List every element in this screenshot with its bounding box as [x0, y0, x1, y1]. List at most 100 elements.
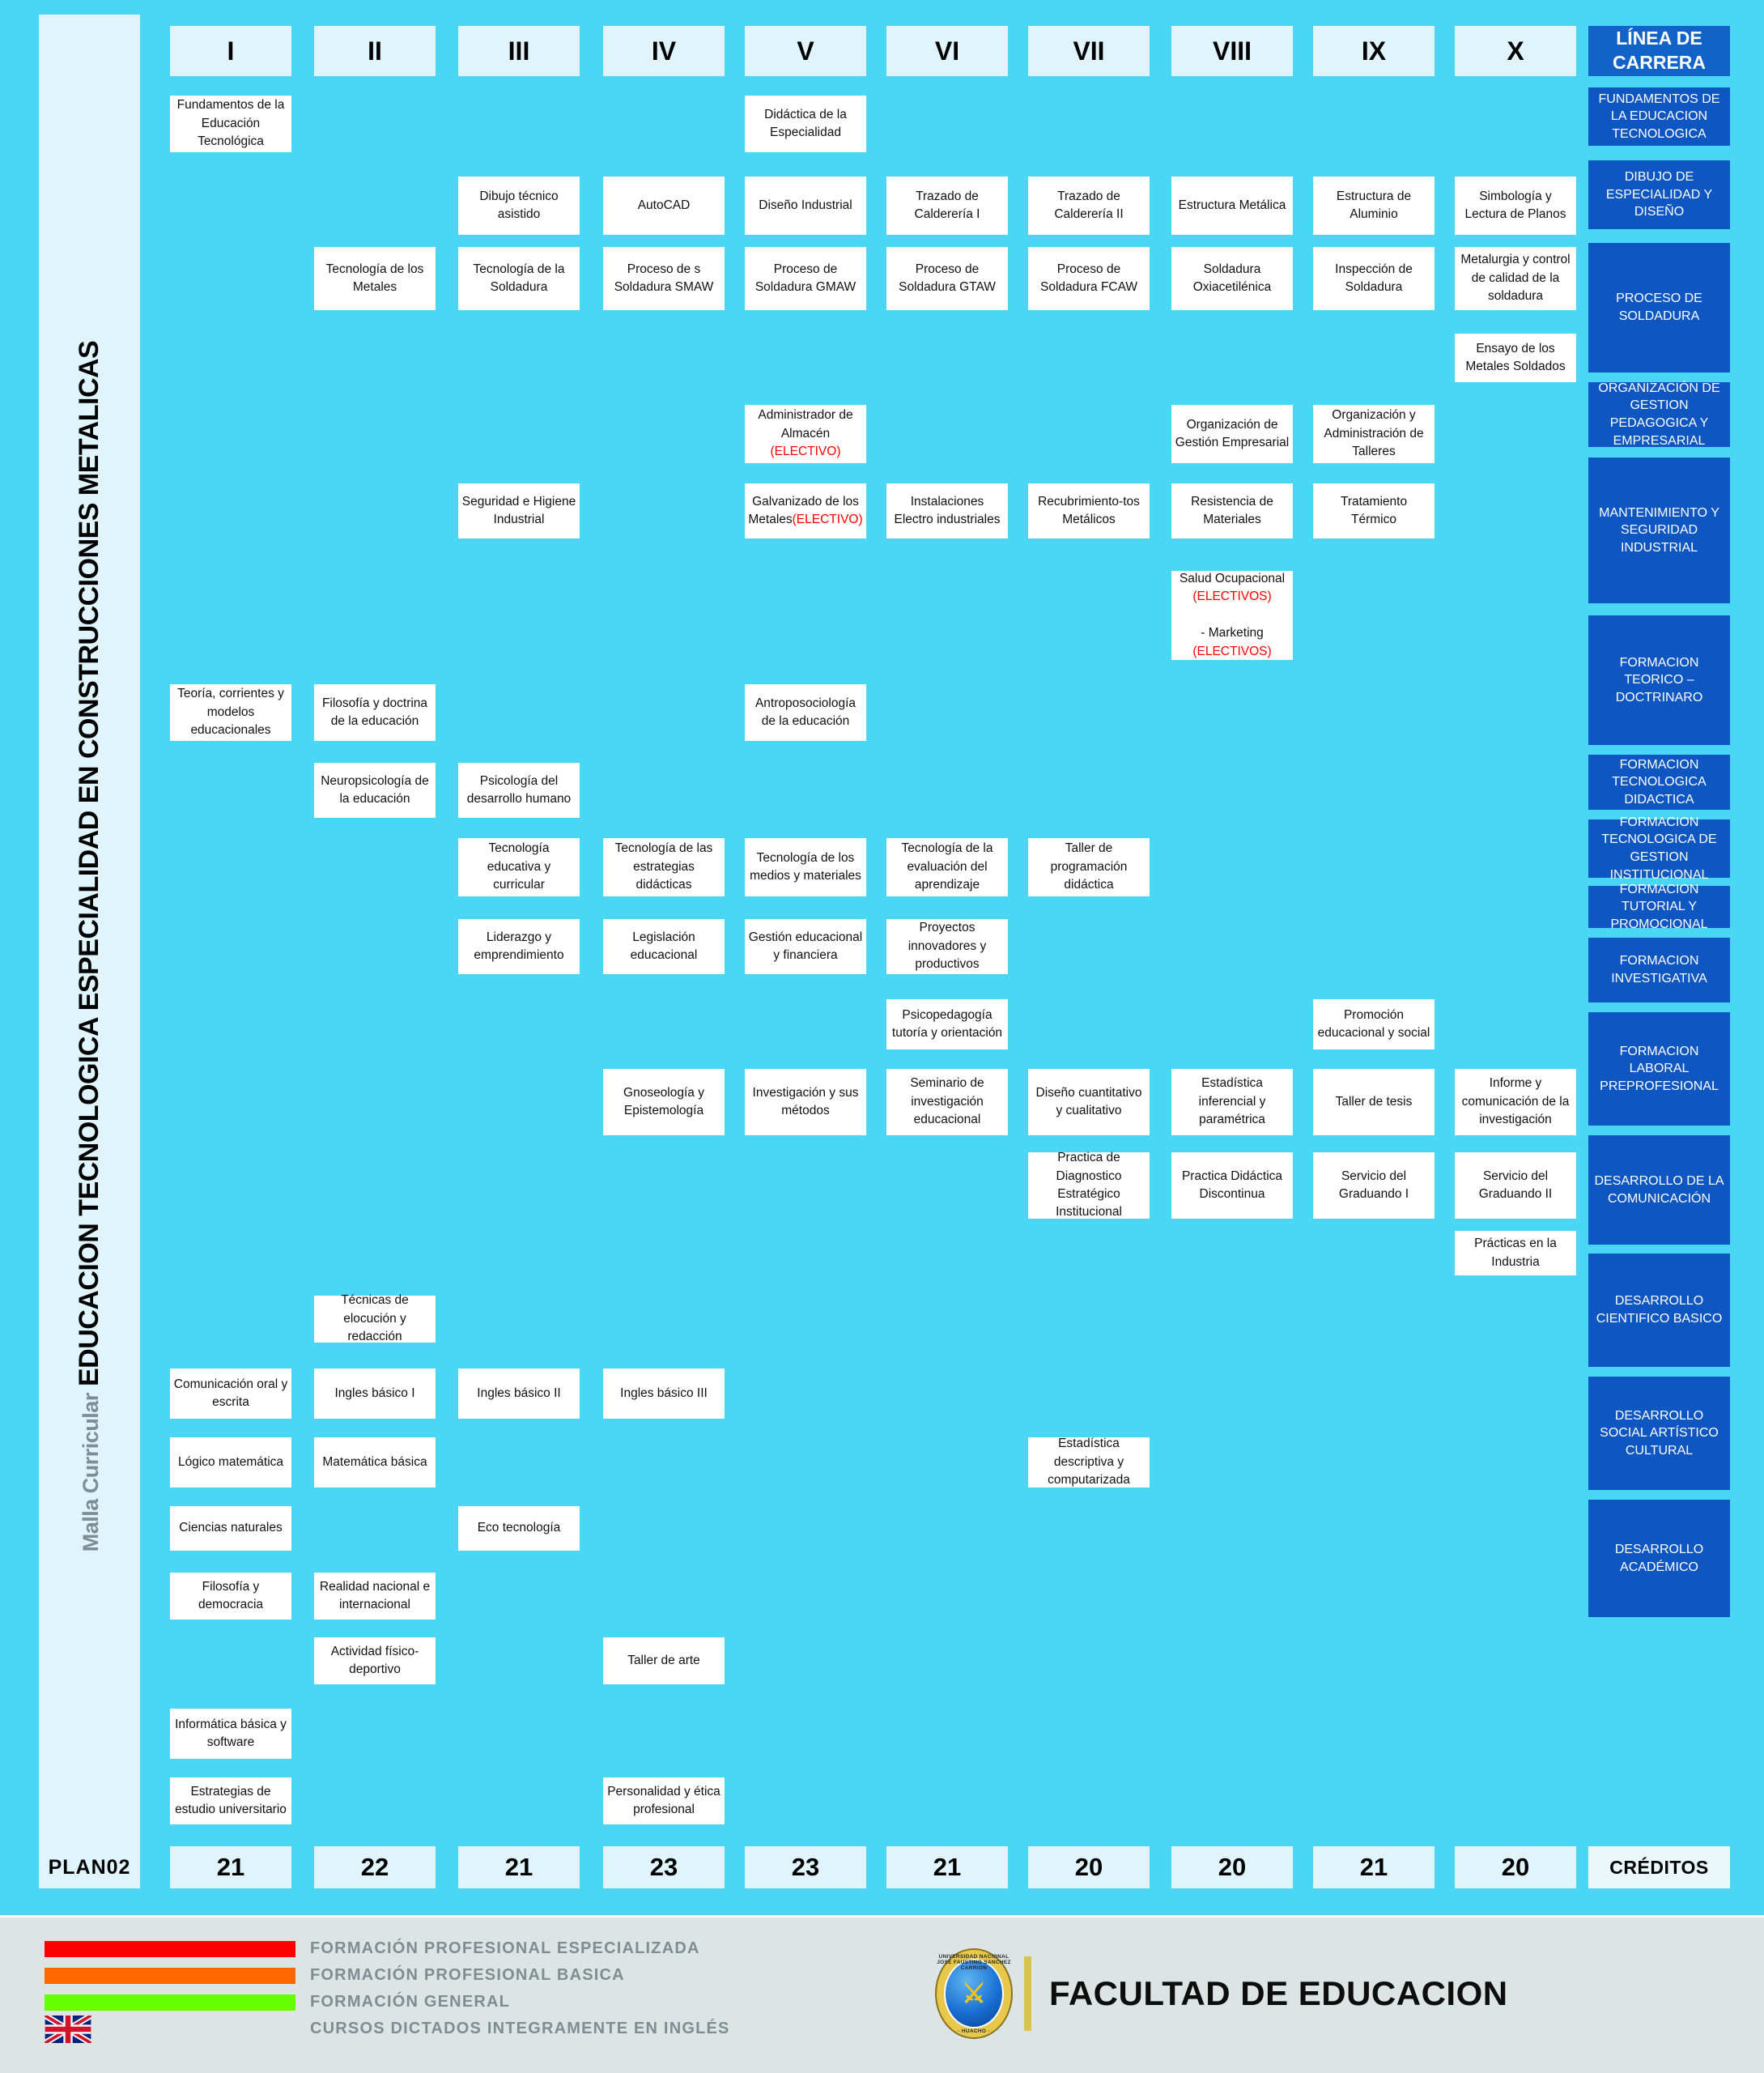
- course-box[interactable]: AutoCAD: [603, 177, 725, 235]
- course-box[interactable]: Taller de tesis: [1313, 1069, 1435, 1135]
- course-box[interactable]: Realidad nacional e internacional: [314, 1573, 436, 1620]
- course-box[interactable]: Proceso de s Soldadura SMAW: [603, 247, 725, 310]
- course-box[interactable]: Organización y Administración de Tallere…: [1313, 405, 1435, 463]
- course-box[interactable]: Estructura de Aluminio: [1313, 177, 1435, 235]
- career-line-item: FUNDAMENTOS DE LA EDUCACION TECNOLOGICA: [1588, 87, 1730, 146]
- course-name: Taller de tesis: [1335, 1094, 1413, 1109]
- course-box[interactable]: Proceso de Soldadura FCAW: [1028, 247, 1150, 310]
- course-box[interactable]: Psicología del desarrollo humano: [458, 763, 580, 818]
- course-box[interactable]: Practica Didáctica Discontinua: [1171, 1152, 1293, 1219]
- course-box[interactable]: Recubrimiento-tos Metálicos: [1028, 483, 1150, 538]
- course-box[interactable]: Tecnología educativa y curricular: [458, 838, 580, 896]
- course-box[interactable]: Resistencia de Materiales: [1171, 483, 1293, 538]
- course-box[interactable]: Didáctica de la Especialidad: [745, 96, 866, 152]
- course-name: Practica de Diagnostico Estratégico Inst…: [1056, 1151, 1122, 1220]
- course-box[interactable]: Tecnología de los medios y materiales: [745, 838, 866, 896]
- course-box[interactable]: Taller de arte: [603, 1637, 725, 1684]
- course-box[interactable]: Tecnología de las estrategias didácticas: [603, 838, 725, 896]
- course-box[interactable]: Metalurgia y control de calidad de la so…: [1455, 247, 1576, 310]
- career-line-item: FORMACION INVESTIGATIVA: [1588, 938, 1730, 1002]
- course-box[interactable]: Inspección de Soldadura: [1313, 247, 1435, 310]
- legend-label: CURSOS DICTADOS INTEGRAMENTE EN INGLÉS: [310, 2020, 730, 2037]
- course-name: Dibujo técnico asistido: [479, 189, 559, 221]
- course-box[interactable]: Filosofía y democracia: [170, 1573, 291, 1620]
- course-box[interactable]: Liderazgo y emprendimiento: [458, 919, 580, 974]
- course-box[interactable]: Ingles básico II: [458, 1369, 580, 1419]
- semester-header-1: I: [170, 26, 291, 76]
- course-name: Psicología del desarrollo humano: [466, 773, 572, 806]
- course-box[interactable]: Gestión educacional y financiera: [745, 919, 866, 974]
- course-box[interactable]: Servicio del Graduando I: [1313, 1152, 1435, 1219]
- course-box[interactable]: Proyectos innovadores y productivos: [886, 919, 1008, 974]
- course-box[interactable]: Prácticas en la Industria: [1455, 1231, 1576, 1275]
- course-box[interactable]: Seminario de investigación educacional: [886, 1069, 1008, 1135]
- course-box[interactable]: Gnoseología y Epistemología: [603, 1069, 725, 1135]
- course-box[interactable]: Comunicación oral y escrita: [170, 1369, 291, 1419]
- course-box[interactable]: Actividad físico-deportivo: [314, 1637, 436, 1684]
- course-box[interactable]: Ingles básico III: [603, 1369, 725, 1419]
- course-name: Lógico matemática: [177, 1454, 284, 1469]
- course-box[interactable]: Ingles básico I: [314, 1369, 436, 1419]
- course-box[interactable]: Instalaciones Electro industriales: [886, 483, 1008, 538]
- course-box[interactable]: Simbología y Lectura de Planos: [1455, 177, 1576, 235]
- course-box[interactable]: Diseño cuantitativo y cualitativo: [1028, 1069, 1150, 1135]
- course-box[interactable]: Practica de Diagnostico Estratégico Inst…: [1028, 1151, 1150, 1220]
- course-box[interactable]: Diseño Industrial: [745, 177, 866, 235]
- course-box[interactable]: Estadística descriptiva y computarizada: [1028, 1437, 1150, 1488]
- faculty-divider-bar: [1024, 1956, 1031, 2031]
- career-line-item: DESARROLLO ACADÉMICO: [1588, 1500, 1730, 1617]
- course-box[interactable]: Seguridad e Higiene Industrial: [458, 483, 580, 538]
- course-box[interactable]: Servicio del Graduando II: [1455, 1152, 1576, 1219]
- legend-row: CURSOS DICTADOS INTEGRAMENTE EN INGLÉS: [43, 2012, 730, 2045]
- course-box[interactable]: Informática básica y software: [170, 1709, 291, 1759]
- course-box[interactable]: Galvanizado de los Metales(ELECTIVO): [745, 483, 866, 538]
- course-box[interactable]: Tecnología de la evaluación del aprendiz…: [886, 838, 1008, 896]
- course-box[interactable]: Taller de programación didáctica: [1028, 838, 1150, 896]
- course-box[interactable]: Estadística inferencial y paramétrica: [1171, 1069, 1293, 1135]
- credits-label: CRÉDITOS: [1588, 1846, 1730, 1888]
- course-name: Didáctica de la Especialidad: [764, 107, 847, 139]
- course-box[interactable]: Trazado de Calderería I: [886, 177, 1008, 235]
- course-box[interactable]: Personalidad y ética profesional: [603, 1777, 725, 1824]
- course-name: Ingles básico III: [620, 1386, 708, 1400]
- course-box[interactable]: Administrador de Almacén(ELECTIVO): [745, 405, 866, 463]
- course-box[interactable]: Técnicas de elocución y redacción: [314, 1293, 436, 1343]
- course-box[interactable]: Estrategias de estudio universitario: [170, 1777, 291, 1824]
- course-box[interactable]: Salud Ocupacional(ELECTIVOS)- Marketing(…: [1171, 571, 1293, 660]
- course-box[interactable]: Investigación y sus métodos: [745, 1069, 866, 1135]
- course-name: Personalidad y ética profesional: [607, 1784, 720, 1816]
- course-box[interactable]: Tecnología de los Metales: [314, 247, 436, 310]
- course-box[interactable]: Eco tecnología: [458, 1506, 580, 1551]
- course-name: Gestión educacional y financiera: [748, 930, 863, 962]
- course-box[interactable]: Soldadura Oxiacetilénica: [1171, 247, 1293, 310]
- course-box[interactable]: Legislación educacional: [603, 919, 725, 974]
- course-box[interactable]: Teoría, corrientes y modelos educacional…: [170, 684, 291, 741]
- course-box[interactable]: Fundamentos de la Educación Tecnológica: [170, 96, 291, 152]
- course-box[interactable]: Tecnología de la Soldadura: [458, 247, 580, 310]
- course-box[interactable]: Psicopedagogía tutoría y orientación: [886, 999, 1008, 1049]
- course-box[interactable]: Promoción educacional y social: [1313, 999, 1435, 1049]
- course-box[interactable]: Estructura Metálica: [1171, 177, 1293, 235]
- course-box[interactable]: Proceso de Soldadura GTAW: [886, 247, 1008, 310]
- semester-header-5: V: [745, 26, 866, 76]
- course-box[interactable]: Ensayo de los Metales Soldados: [1455, 334, 1576, 382]
- course-box[interactable]: Ciencias naturales: [170, 1506, 291, 1551]
- career-line-item: DESARROLLO CIENTIFICO BASICO: [1588, 1254, 1730, 1367]
- course-box[interactable]: Antroposociología de la educación: [745, 684, 866, 741]
- course-box[interactable]: Proceso de Soldadura GMAW: [745, 247, 866, 310]
- course-box[interactable]: Organización de Gestión Empresarial: [1171, 405, 1293, 463]
- course-box[interactable]: Lógico matemática: [170, 1437, 291, 1488]
- course-box[interactable]: Filosofía y doctrina de la educación: [314, 684, 436, 741]
- course-box[interactable]: Informe y comunicación de la investigaci…: [1455, 1069, 1576, 1135]
- course-box[interactable]: Neuropsicología de la educación: [314, 763, 436, 818]
- legend-row: FORMACIÓN GENERAL: [45, 1989, 730, 2016]
- course-box[interactable]: Trazado de Calderería II: [1028, 177, 1150, 235]
- title-prefix: Malla Curricular: [79, 1392, 103, 1552]
- course-box[interactable]: Matemática básica: [314, 1437, 436, 1488]
- course-name: Recubrimiento-tos Metálicos: [1038, 494, 1140, 526]
- course-box[interactable]: Dibujo técnico asistido: [458, 177, 580, 235]
- course-name: Tecnología educativa y curricular: [487, 841, 551, 892]
- course-name: Simbología y Lectura de Planos: [1464, 189, 1566, 221]
- course-box[interactable]: Tratamiento Térmico: [1313, 483, 1435, 538]
